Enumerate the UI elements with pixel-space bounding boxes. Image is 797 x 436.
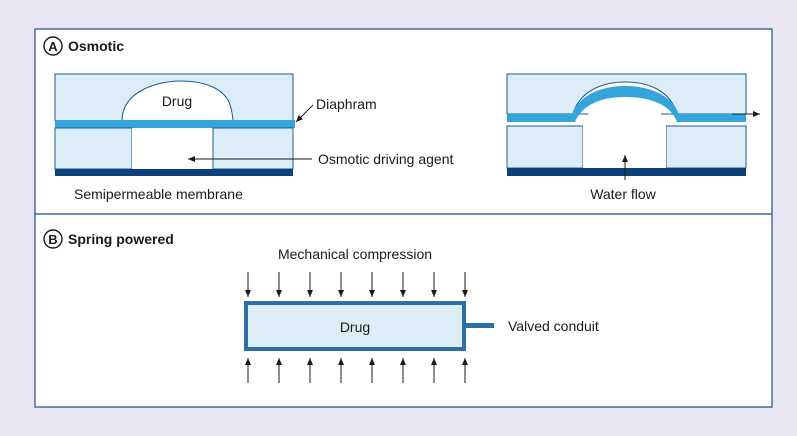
osmotic-pump-right xyxy=(506,73,747,176)
conduit-label: Valved conduit xyxy=(508,318,599,334)
diaphragm-expanded xyxy=(507,86,746,122)
valved-conduit xyxy=(464,323,494,328)
housing-block-right xyxy=(212,127,294,170)
panel-b-letter: B xyxy=(48,232,57,247)
drug-label-left: Drug xyxy=(162,93,192,109)
semipermeable-membrane-left xyxy=(55,169,293,176)
panel-a-header: A Osmotic xyxy=(43,36,124,56)
expanded-osmotic-chamber xyxy=(583,98,666,168)
osmotic-agent-chamber xyxy=(132,128,213,169)
compression-arrows-bottom xyxy=(245,358,468,383)
panel-b-header: B Spring powered xyxy=(43,229,174,249)
panel-a-title: Osmotic xyxy=(68,38,124,54)
panel-a-letter: A xyxy=(48,39,58,54)
compression-label: Mechanical compression xyxy=(278,246,432,262)
semipermeable-membrane-right xyxy=(507,168,746,176)
housing-block-right-right xyxy=(665,125,747,169)
panel-b-badge xyxy=(43,229,63,249)
compression-arrows-top xyxy=(245,272,468,297)
spring-drug-label: Drug xyxy=(340,319,370,335)
spring-drug-reservoir xyxy=(244,301,466,351)
panel-a-badge xyxy=(43,36,63,56)
osmotic-agent-label: Osmotic driving agent xyxy=(318,151,454,167)
housing-block-left xyxy=(54,127,133,170)
housing-block-left-right xyxy=(506,125,584,169)
drug-chamber xyxy=(121,80,234,122)
osmotic-pump-left: Drug xyxy=(54,73,295,176)
diaphram-label: Diaphram xyxy=(316,96,377,112)
membrane-label: Semipermeable membrane xyxy=(74,186,243,202)
water-flow-label: Water flow xyxy=(590,186,656,202)
diaphram-pointer xyxy=(295,104,314,123)
diaphragm-left xyxy=(55,120,295,128)
panel-b-title: Spring powered xyxy=(68,231,174,247)
